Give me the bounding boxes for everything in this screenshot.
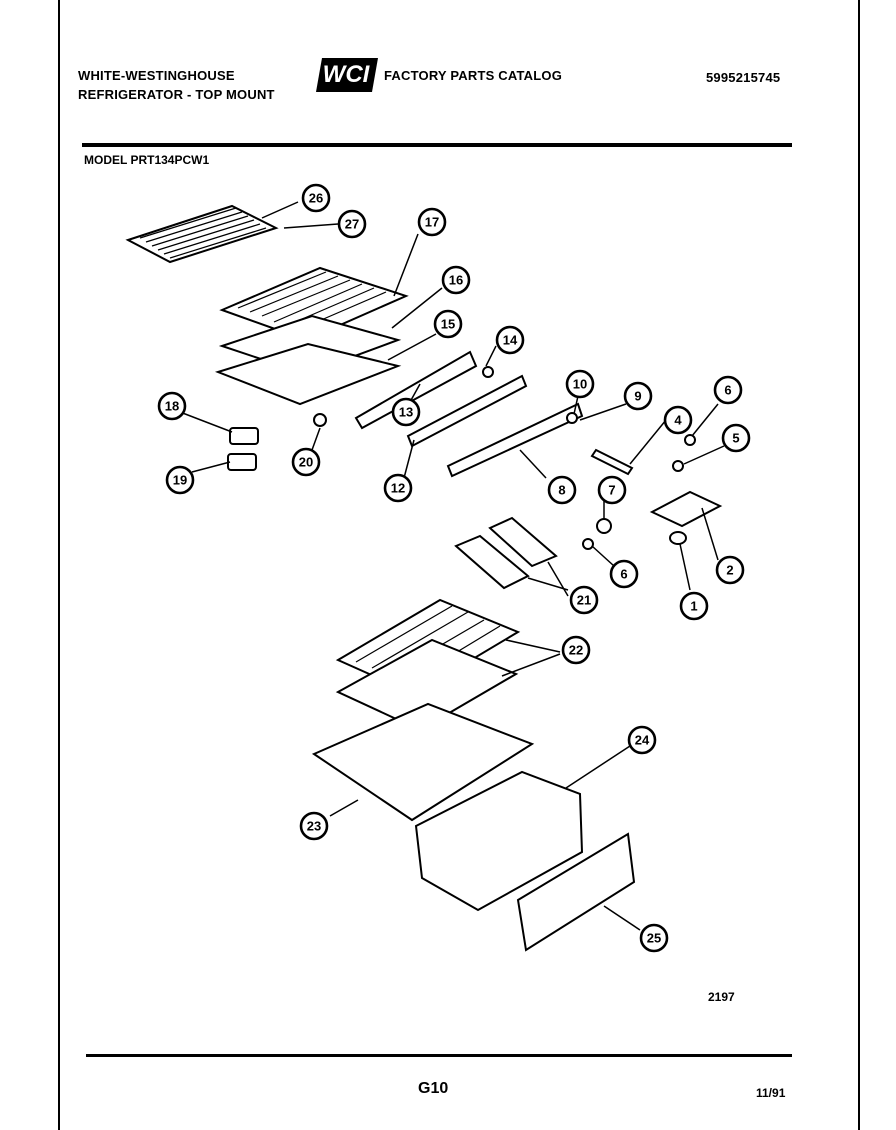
callout-21: 21 xyxy=(569,585,599,615)
part-19 xyxy=(227,453,257,471)
part-5 xyxy=(672,460,684,472)
callout-19: 19 xyxy=(165,465,195,495)
diagram-code: 2197 xyxy=(708,990,735,1004)
brand-line-2: REFRIGERATOR - TOP MOUNT xyxy=(78,87,275,102)
brand-line-1: WHITE-WESTINGHOUSE xyxy=(78,68,235,83)
callout-27: 27 xyxy=(337,209,367,239)
callout-25: 25 xyxy=(639,923,669,953)
svg-text:24: 24 xyxy=(635,733,650,748)
svg-text:13: 13 xyxy=(399,405,413,420)
callout-23: 23 xyxy=(299,811,329,841)
svg-text:7: 7 xyxy=(608,483,615,498)
callout-20: 20 xyxy=(291,447,321,477)
part-egg-tray-21a xyxy=(454,534,530,590)
part-rail-9 xyxy=(446,402,584,478)
part-2 xyxy=(649,490,723,528)
svg-text:6: 6 xyxy=(724,383,731,398)
part-20 xyxy=(313,413,327,427)
svg-text:16: 16 xyxy=(449,273,463,288)
part-11 xyxy=(566,412,578,424)
svg-text:19: 19 xyxy=(173,473,187,488)
part-4 xyxy=(590,448,634,476)
callout-4: 4 xyxy=(663,405,693,435)
svg-text:2: 2 xyxy=(726,563,733,578)
callout-13: 13 xyxy=(391,397,421,427)
svg-text:25: 25 xyxy=(647,931,661,946)
svg-text:4: 4 xyxy=(674,413,682,428)
svg-text:22: 22 xyxy=(569,643,583,658)
header-rule xyxy=(82,143,792,147)
part-crisper-cover-23 xyxy=(311,702,535,822)
callout-2: 2 xyxy=(715,555,745,585)
svg-text:14: 14 xyxy=(503,333,518,348)
svg-text:21: 21 xyxy=(577,593,591,608)
logo-text: WCI xyxy=(323,61,371,88)
callout-6: 6 xyxy=(713,375,743,405)
part-7 xyxy=(582,538,594,550)
wci-logo: WCI xyxy=(316,58,378,92)
svg-text:9: 9 xyxy=(634,389,641,404)
leader-lines xyxy=(179,201,725,931)
footer-rule xyxy=(86,1054,792,1057)
model-label: MODEL PRT134PCW1 xyxy=(84,153,210,167)
callout-7: 6 xyxy=(609,559,639,589)
callout-10: 9 xyxy=(623,381,653,411)
part-18 xyxy=(229,427,259,445)
part-1 xyxy=(669,531,687,545)
part-drawer-front-25 xyxy=(516,832,636,952)
svg-text:15: 15 xyxy=(441,317,455,332)
callout-18: 18 xyxy=(157,391,187,421)
callout-14: 14 xyxy=(495,325,525,355)
page-frame xyxy=(58,0,860,1130)
catalog-title: FACTORY PARTS CATALOG xyxy=(384,68,563,83)
callout-11: 10 xyxy=(565,369,595,399)
callout-9: 8 xyxy=(547,475,577,505)
part-shelf-17 xyxy=(219,266,409,342)
page-number: G10 xyxy=(418,1080,449,1097)
svg-text:5: 5 xyxy=(732,431,739,446)
part-crisper-drawer-24 xyxy=(414,770,584,912)
footer-date: 11/91 xyxy=(756,1086,786,1100)
part-egg-tray-21b xyxy=(488,516,558,568)
callout-8: 7 xyxy=(597,475,627,505)
part-8 xyxy=(596,518,612,534)
part-frame-15 xyxy=(214,342,402,406)
catalog-number: 5995215745 xyxy=(706,70,781,85)
callout-5: 5 xyxy=(721,423,751,453)
part-shelf-22b xyxy=(335,638,519,732)
svg-text:1: 1 xyxy=(690,599,697,614)
callout-26: 26 xyxy=(301,183,331,213)
callout-24: 24 xyxy=(627,725,657,755)
callout-12: 12 xyxy=(383,473,413,503)
part-14 xyxy=(482,366,494,378)
callout-15: 15 xyxy=(433,309,463,339)
part-6 xyxy=(684,434,696,446)
callout-1: 1 xyxy=(679,591,709,621)
part-rail-12 xyxy=(406,374,528,448)
svg-text:12: 12 xyxy=(391,481,405,496)
svg-text:23: 23 xyxy=(307,819,321,834)
svg-text:8: 8 xyxy=(558,483,565,498)
svg-text:27: 27 xyxy=(345,217,359,232)
svg-text:6: 6 xyxy=(620,567,627,582)
svg-text:10: 10 xyxy=(573,377,587,392)
svg-text:26: 26 xyxy=(309,191,323,206)
callout-17: 17 xyxy=(417,207,447,237)
svg-text:20: 20 xyxy=(299,455,313,470)
part-wire-shelf-26 xyxy=(125,204,279,264)
svg-text:18: 18 xyxy=(165,399,179,414)
callout-22: 22 xyxy=(561,635,591,665)
callout-16: 16 xyxy=(441,265,471,295)
svg-text:17: 17 xyxy=(425,215,439,230)
